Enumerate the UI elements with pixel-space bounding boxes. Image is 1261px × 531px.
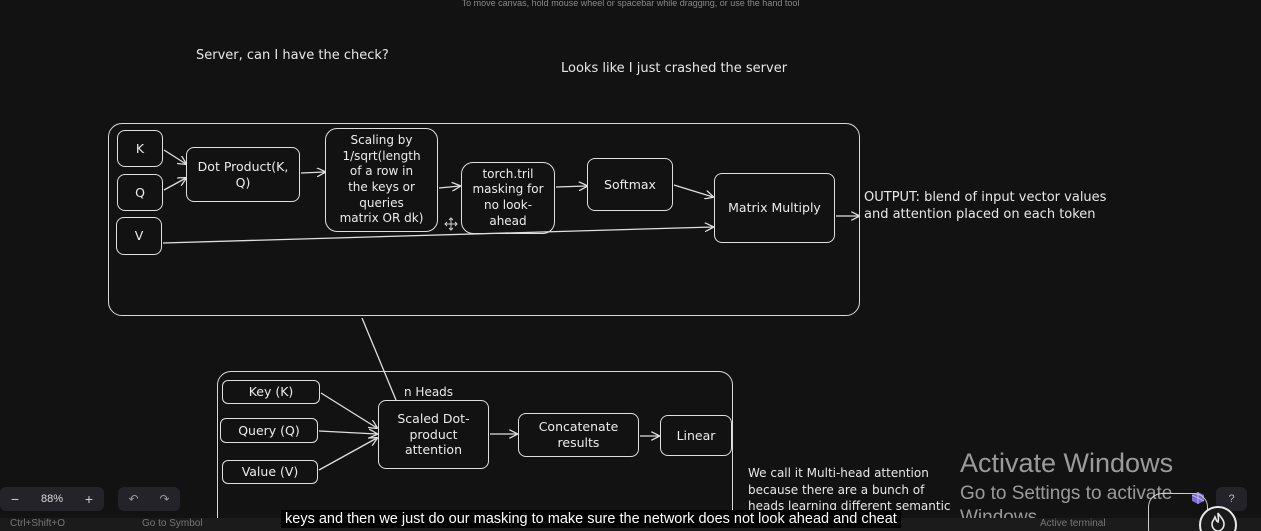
- zoom-level-button[interactable]: 88%: [40, 493, 64, 505]
- note-multihead-3[interactable]: heads learning different semantic: [748, 499, 951, 513]
- k-box[interactable]: K: [117, 130, 163, 167]
- q-label: Q: [135, 184, 145, 200]
- value-box[interactable]: Value (V): [222, 460, 318, 484]
- dot-product-label: Dot Product(K, Q): [197, 158, 289, 190]
- redo-button[interactable]: ↷: [159, 492, 170, 506]
- softmax-box[interactable]: Softmax: [587, 158, 673, 211]
- concatenate-box[interactable]: Concatenate results: [518, 413, 639, 457]
- dot-product-box[interactable]: Dot Product(K, Q): [186, 147, 300, 202]
- query-box[interactable]: Query (Q): [220, 418, 318, 443]
- linear-box[interactable]: Linear: [660, 415, 732, 456]
- sdpa-line-2: product: [409, 426, 458, 442]
- query-label: Query (Q): [238, 422, 300, 438]
- note-check[interactable]: Server, can I have the check?: [196, 48, 389, 63]
- tril-line-1: torch.tril: [482, 166, 534, 181]
- key-box[interactable]: Key (K): [222, 380, 320, 404]
- matrix-multiply-label: Matrix Multiply: [728, 200, 821, 216]
- watermark-line-2: Go to Settings to activate: [960, 483, 1173, 504]
- history-controls: ↶ ↷: [118, 487, 180, 511]
- tril-line-2: masking for: [472, 182, 544, 197]
- zoom-controls: − 88% +: [0, 487, 104, 511]
- undo-button[interactable]: ↶: [128, 492, 139, 506]
- scaling-line-5: queries: [359, 195, 404, 210]
- v-label: V: [134, 228, 144, 244]
- v-box[interactable]: V: [116, 217, 162, 255]
- scaling-line-4: the keys or: [348, 180, 415, 194]
- key-label: Key (K): [248, 384, 294, 400]
- concat-line-2: results: [557, 435, 600, 450]
- watermark-line-1: Activate Windows: [960, 448, 1174, 478]
- softmax-label: Softmax: [604, 176, 656, 192]
- note-multihead-2[interactable]: because there are a bunch of: [748, 483, 925, 497]
- flame-logo-icon: [1199, 506, 1237, 531]
- scaling-line-2: 1/sqrt(length: [342, 148, 421, 163]
- q-box[interactable]: Q: [117, 174, 163, 211]
- note-multihead-1[interactable]: We call it Multi-head attention: [748, 466, 929, 480]
- scaling-line-6: matrix OR dk): [339, 211, 424, 226]
- concat-line-1: Concatenate: [538, 419, 619, 435]
- video-caption: keys and then we just do our masking to …: [281, 510, 901, 528]
- matrix-multiply-box[interactable]: Matrix Multiply: [714, 173, 835, 243]
- note-output-2[interactable]: and attention placed on each token: [864, 207, 1096, 222]
- status-shortcut: Ctrl+Shift+O: [10, 518, 66, 529]
- scaling-box[interactable]: Scaling by 1/sqrt(length of a row in the…: [325, 128, 438, 232]
- scaling-line-3: of a row in: [349, 164, 414, 179]
- multihead-frame[interactable]: [217, 371, 733, 531]
- sdpa-line-3: attention: [404, 442, 463, 458]
- zoom-out-button[interactable]: −: [10, 491, 20, 507]
- tril-line-4: ahead: [489, 213, 527, 228]
- sdpa-line-1: Scaled Dot-: [397, 411, 470, 427]
- status-right: Active terminal: [1040, 518, 1106, 529]
- tril-mask-box[interactable]: torch.tril masking for no look- ahead: [461, 162, 555, 234]
- activate-windows-watermark: Activate Windows Go to Settings to activ…: [960, 448, 1173, 529]
- canvas-hint: To move canvas, hold mouse wheel or spac…: [461, 0, 800, 8]
- note-crashed[interactable]: Looks like I just crashed the server: [561, 61, 788, 76]
- note-n-heads[interactable]: n Heads: [404, 385, 454, 399]
- linear-label: Linear: [676, 427, 716, 443]
- status-goto-symbol[interactable]: Go to Symbol: [142, 518, 203, 529]
- value-label: Value (V): [241, 464, 299, 480]
- tril-line-3: no look-: [483, 198, 533, 212]
- k-label: K: [135, 140, 145, 156]
- scaling-line-1: Scaling by: [350, 133, 413, 148]
- zoom-in-button[interactable]: +: [84, 491, 94, 507]
- scaled-dot-product-box[interactable]: Scaled Dot- product attention: [378, 400, 489, 469]
- note-output[interactable]: OUTPUT: blend of input vector values: [864, 190, 1107, 205]
